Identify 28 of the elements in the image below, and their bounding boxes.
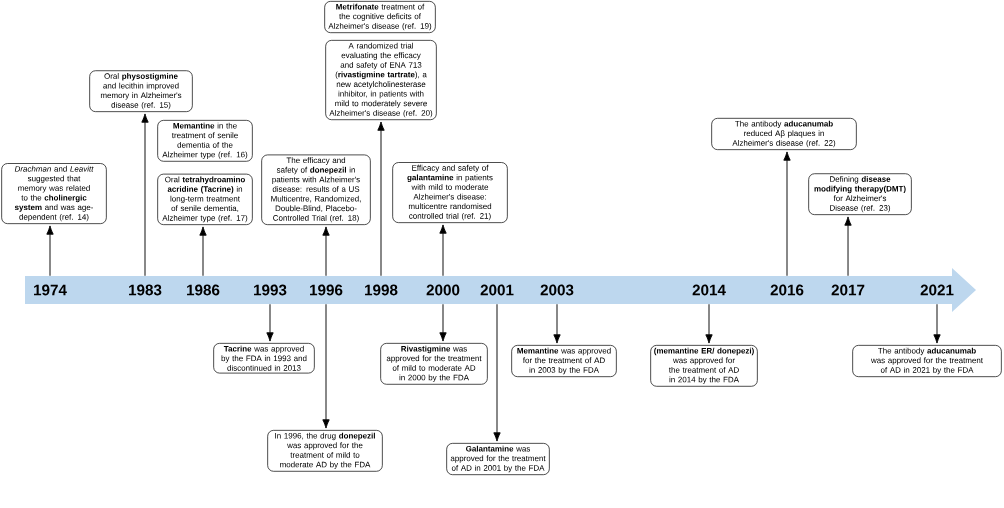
arrow	[322, 303, 330, 429]
arrow	[377, 121, 385, 277]
year-label: 1986	[187, 284, 220, 296]
year-label: 2021	[920, 284, 954, 296]
year-label: 2000	[426, 284, 460, 296]
arrow	[705, 303, 713, 344]
arrow	[199, 226, 207, 277]
year-label: 2017	[831, 284, 865, 296]
year-label: 1998	[365, 284, 398, 296]
arrow	[46, 225, 54, 277]
year-label: 1996	[310, 284, 343, 296]
arrow	[439, 303, 447, 342]
year-label: 2003	[540, 284, 574, 296]
arrow	[141, 113, 149, 277]
arrow	[553, 303, 561, 344]
arrow	[266, 303, 274, 342]
arrow	[783, 151, 791, 277]
year-label: 1983	[129, 284, 162, 296]
arrow	[933, 303, 941, 344]
arrow	[439, 224, 447, 277]
year-label: 2014	[692, 284, 726, 296]
arrow	[493, 303, 501, 442]
year-label: 2016	[770, 284, 804, 296]
arrow	[322, 226, 330, 277]
year-label: 2001	[480, 284, 514, 296]
arrow	[844, 216, 852, 277]
year-label: 1974	[34, 284, 67, 296]
year-label: 1993	[254, 284, 287, 296]
